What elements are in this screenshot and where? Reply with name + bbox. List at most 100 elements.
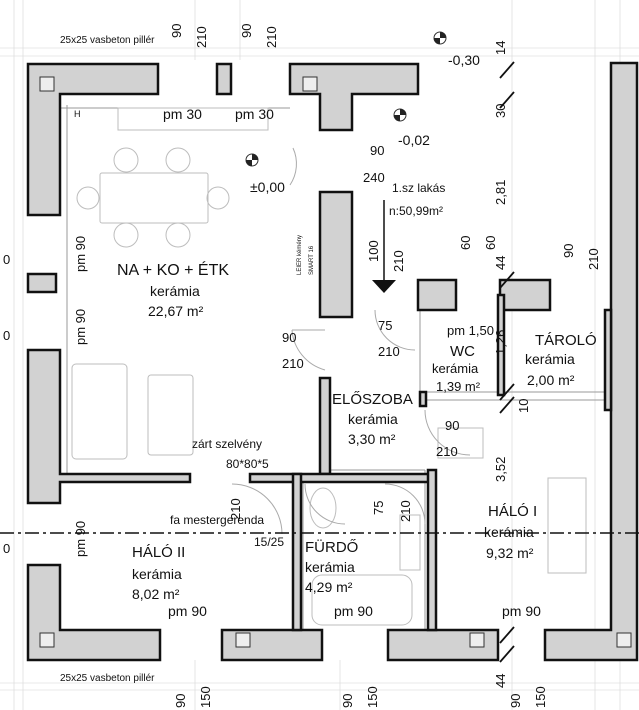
dim-126: 1,26: [493, 330, 508, 355]
furniture: [71, 107, 587, 626]
room-name-halo2: HÁLÓ II: [132, 544, 185, 561]
pm90-bottom-d: pm 90: [168, 603, 207, 619]
room-area-tarolo: 2,00 m²: [527, 372, 575, 388]
level-markers: [245, 31, 447, 167]
partition-v2: [426, 468, 438, 632]
apartment-label: 1.sz lakás: [392, 181, 445, 195]
dimension-ticks: [499, 61, 515, 663]
dim-top-90a: 90: [169, 24, 184, 38]
dim-60a: 60: [458, 236, 473, 250]
section-size: 80*80*5: [226, 457, 269, 471]
room-area-halo1: 9,32 m²: [486, 545, 534, 561]
room-name-halo1: HÁLÓ I: [488, 503, 537, 520]
partition-h: [248, 472, 432, 484]
dim-44a: 44: [493, 256, 508, 270]
dim-bot-150c: 150: [533, 686, 548, 708]
level-minus030: -0,30: [448, 52, 480, 68]
pillar-label-top: 25x25 vasbeton pillér: [60, 35, 155, 46]
room-name-tarolo: TÁROLÓ: [535, 332, 597, 349]
side-0b: 0: [3, 328, 10, 343]
dim-10: 10: [516, 399, 531, 413]
dim-bot-90c: 90: [508, 694, 523, 708]
room-area-eloszoba: 3,30 m²: [348, 431, 396, 447]
dim-210b: 210: [378, 344, 400, 359]
room-area-furdo: 4,29 m²: [305, 579, 353, 595]
pm90-left-b: pm 90: [73, 309, 88, 345]
walls: [26, 61, 639, 662]
wall-left-mid: [26, 348, 192, 505]
dim-90-right: 90: [561, 244, 576, 258]
room-material-eloszoba: kerámia: [348, 411, 398, 427]
room-area-halo2: 8,02 m²: [132, 586, 180, 602]
beam-size: 15/25: [254, 535, 284, 549]
level-zero: ±0,00: [250, 179, 285, 195]
level-minus002: -0,02: [398, 132, 430, 148]
dim-100: 100: [366, 240, 381, 262]
dim-90-240: 90: [370, 143, 384, 158]
room-material-living: kerámia: [150, 283, 200, 299]
dim-bot-150a: 150: [198, 686, 213, 708]
beam-label: fa mestergerenda: [170, 513, 264, 527]
wall-bottom-left: [26, 563, 162, 662]
chimney-label: LEIER kémény: [297, 235, 303, 275]
dim-pm30b: pm 30: [235, 106, 274, 122]
pm90-left-a: pm 90: [73, 236, 88, 272]
side-0a: 0: [3, 252, 10, 267]
storage-block: [498, 278, 552, 312]
room-name-furdo: FÜRDŐ: [305, 538, 358, 556]
dim-30: 30: [493, 104, 508, 118]
pillar-label-bottom: 25x25 vasbeton pillér: [60, 673, 155, 684]
room-name-living: NA + KO + ÉTK: [117, 260, 229, 279]
room-material-wc: kerámia: [432, 361, 479, 376]
pm90-left-c: pm 90: [73, 521, 88, 557]
pillars: [39, 76, 632, 648]
column-mid: [318, 376, 332, 476]
pm90-bottom-f: pm 90: [502, 603, 541, 619]
dim-240: 240: [363, 170, 385, 185]
dim-top-90b: 90: [239, 24, 254, 38]
dim-75-f: 75: [371, 501, 386, 515]
dim-bot-90a: 90: [173, 694, 188, 708]
dim-210-f: 210: [398, 500, 413, 522]
dim-210-ws: 210: [436, 444, 458, 459]
pm90-bottom-e: pm 90: [334, 603, 373, 619]
wall-stub-left: [26, 272, 58, 294]
apartment-area: n:50,99m²: [389, 204, 443, 218]
room-area-living: 22,67 m²: [148, 303, 204, 319]
dim-60b: 60: [483, 236, 498, 250]
room-name-wc: WC: [450, 343, 475, 360]
room-material-tarolo: kerámia: [525, 351, 575, 367]
partition-v1: [291, 472, 303, 632]
section-label: zárt szelvény: [192, 437, 262, 451]
room-area-wc: 1,39 m²: [436, 379, 481, 394]
wall-stub-top: [215, 62, 233, 96]
room-material-halo2: kerámia: [132, 566, 182, 582]
dim-44b: 44: [493, 674, 508, 688]
partition-storage: [496, 293, 506, 397]
dim-bot-150b: 150: [365, 686, 380, 708]
room-name-eloszoba: ELŐSZOBA: [332, 391, 413, 408]
room-material-halo1: kerámia: [484, 524, 534, 540]
wall-top-mid: [288, 62, 420, 132]
dim-210-h2: 210: [228, 498, 243, 520]
dim-210-mid: 210: [391, 250, 406, 272]
window-marker: H: [74, 109, 81, 119]
dim-top-210b: 210: [264, 26, 279, 48]
dim-14: 14: [493, 41, 508, 55]
apartment-marker: [372, 200, 396, 293]
wall-right: [543, 61, 639, 662]
wc-block: [416, 278, 458, 312]
pm150-label: pm 1,50: [447, 323, 494, 338]
dim-bot-90b: 90: [340, 694, 355, 708]
dim-90-ws: 90: [445, 418, 459, 433]
dim-pm30a: pm 30: [163, 106, 202, 122]
side-0c: 0: [3, 541, 10, 556]
dim-352: 3,52: [493, 457, 508, 482]
dim-210-left: 210: [282, 356, 304, 371]
chimney-model: SMART 16: [309, 245, 315, 275]
room-material-furdo: kerámia: [305, 559, 355, 575]
chimney-wall: [318, 190, 354, 319]
dim-281: 2,81: [493, 180, 508, 205]
dim-75a: 75: [378, 318, 392, 333]
